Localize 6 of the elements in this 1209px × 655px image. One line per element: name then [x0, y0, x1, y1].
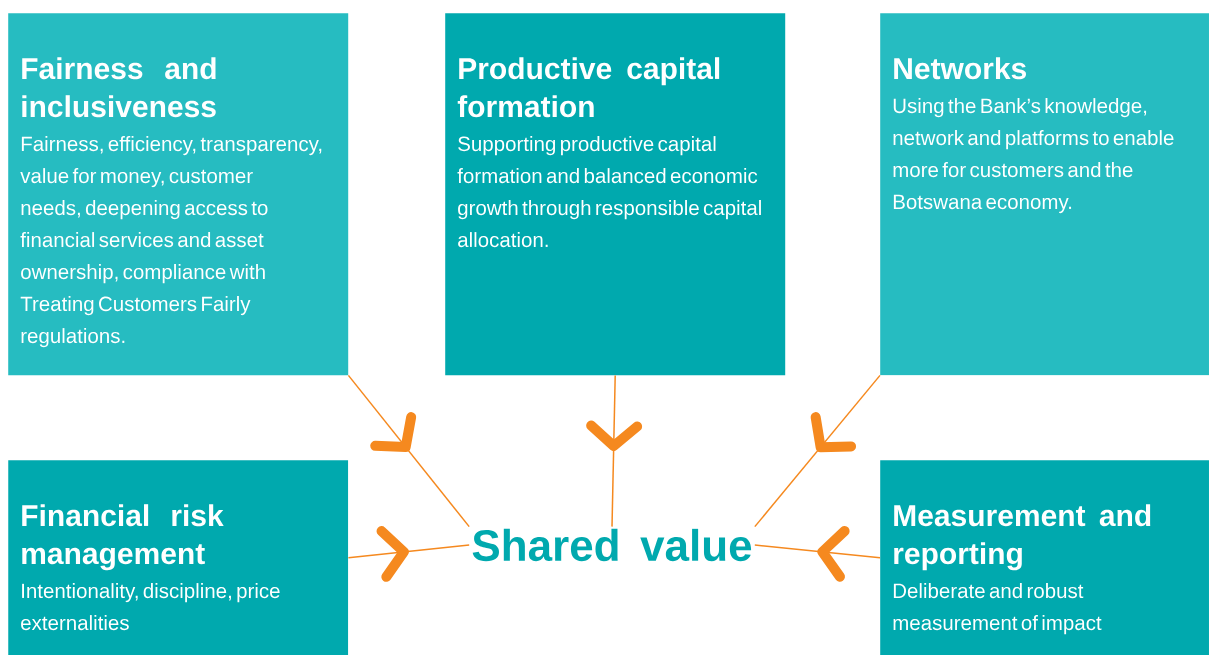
text-box: Financial risk management Intentionality, discipline, price externalities — [8, 460, 349, 655]
text-box: Measurement and reporting Deliberate and robust measurement of impact — [880, 460, 1209, 655]
text-box: Productive capital formation Supporting productive capital formation and balanced economic growth through responsible capital allocation. — [445, 13, 786, 376]
text-box: Networks Using the Bank’s knowledge, network and platforms to enable more for customers and the Botswana economy. — [880, 13, 1209, 376]
text-box: Fairness and inclusiveness Fairness, efficiency, transparency, value for money, customer needs, deepening access to financial services and asset ownership, compliance with Treating Customers Fairly regulations. — [8, 13, 349, 376]
heading: Shared value — [472, 528, 752, 562]
